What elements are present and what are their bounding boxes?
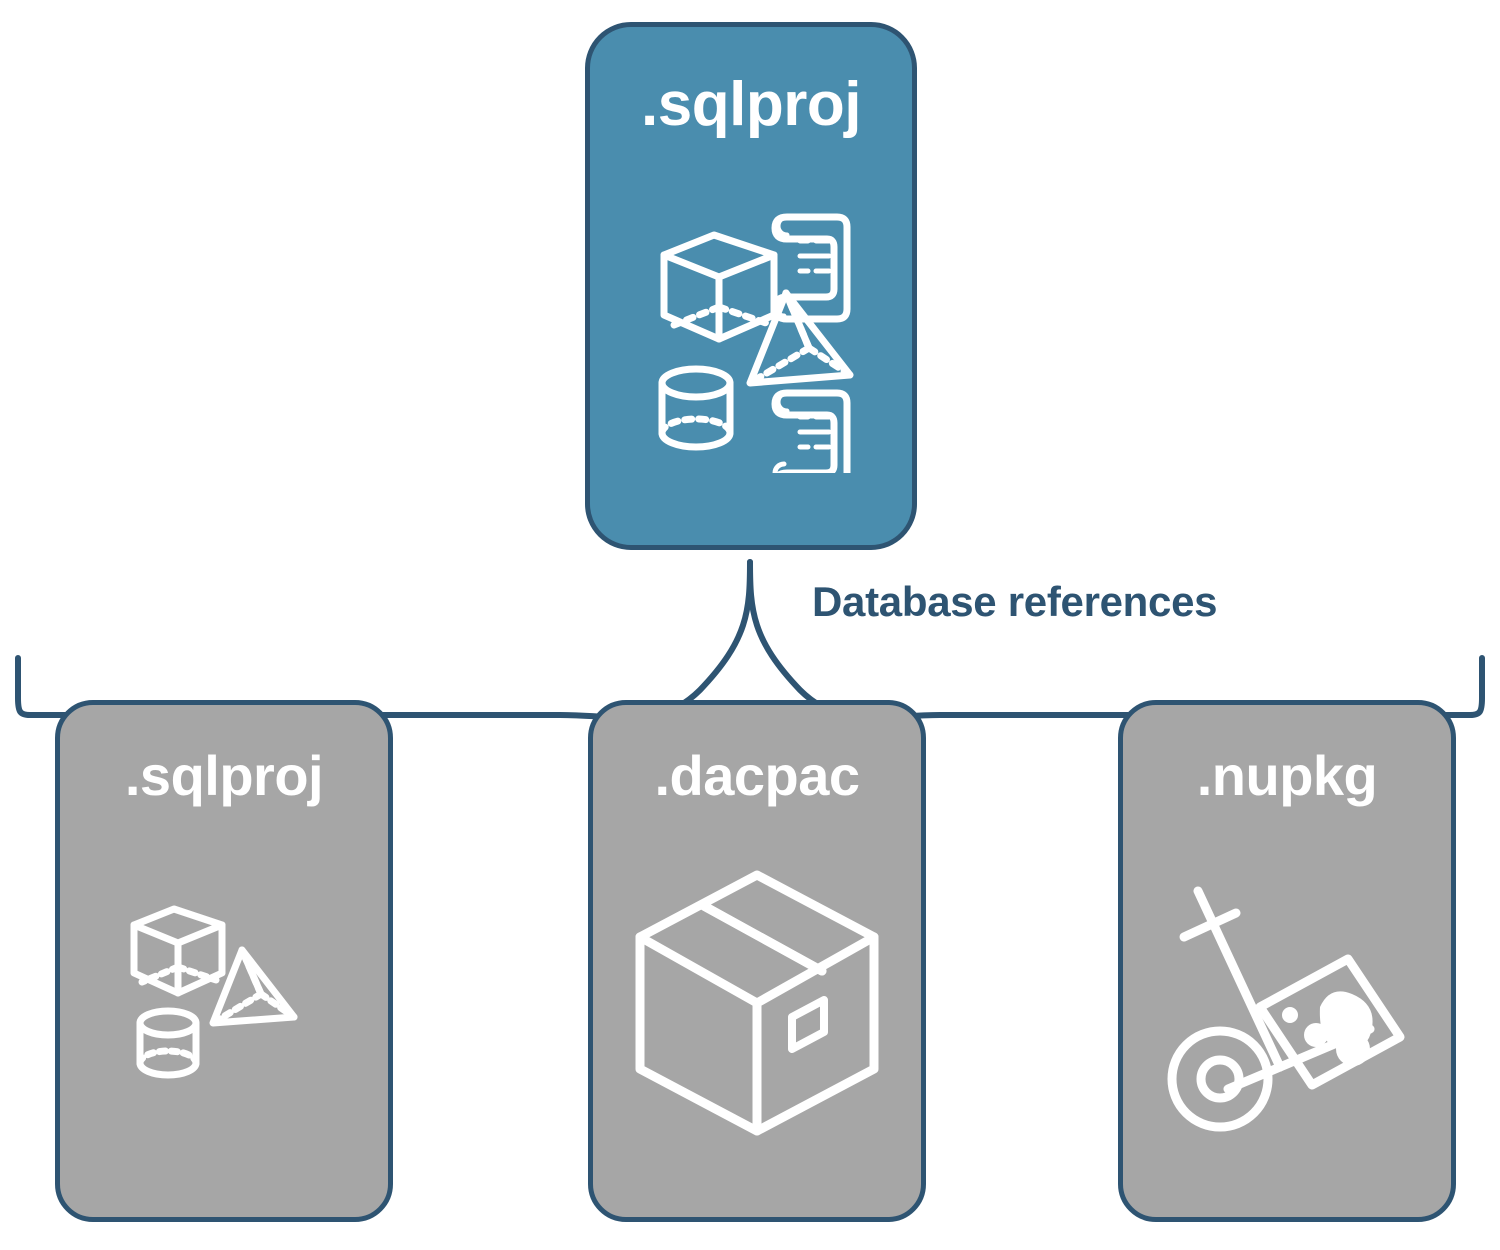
- child-card-sqlproj[interactable]: .sqlproj: [55, 700, 393, 1222]
- child-card-nupkg-icon-group: [1123, 788, 1451, 1217]
- script-scroll-icon-bottom: [771, 389, 850, 473]
- pyramid-icon: [746, 289, 853, 386]
- root-card-icon-group: [590, 130, 912, 545]
- cube-icon: [660, 231, 777, 342]
- cylinder-icon: [136, 1007, 200, 1078]
- child-card-nupkg-label: .nupkg: [1196, 744, 1378, 807]
- brace-label: Database references: [812, 578, 1218, 625]
- root-card-sqlproj[interactable]: .sqlproj: [585, 22, 917, 550]
- child-card-nupkg[interactable]: .nupkg: [1118, 700, 1456, 1222]
- cylinder-icon: [658, 365, 733, 450]
- brace-left-arm: [15, 559, 753, 721]
- root-card-label: .sqlproj: [641, 70, 861, 139]
- package-box-icon: [635, 870, 879, 1135]
- pyramid-icon: [209, 946, 298, 1026]
- script-scroll-icon-top: [771, 213, 850, 322]
- child-card-dacpac-icon-group: [593, 788, 921, 1217]
- child-card-dacpac-label: .dacpac: [654, 744, 860, 807]
- child-card-dacpac[interactable]: .dacpac: [588, 700, 926, 1222]
- child-card-sqlproj-icon-group: [60, 788, 388, 1217]
- nuget-package-icon: [1255, 954, 1405, 1089]
- child-card-sqlproj-label: .sqlproj: [124, 744, 324, 807]
- cube-icon: [130, 905, 226, 996]
- database-objects-icon-group: [130, 905, 298, 1078]
- database-objects-icon-group: [658, 213, 853, 473]
- hand-truck-icon: [1167, 886, 1405, 1131]
